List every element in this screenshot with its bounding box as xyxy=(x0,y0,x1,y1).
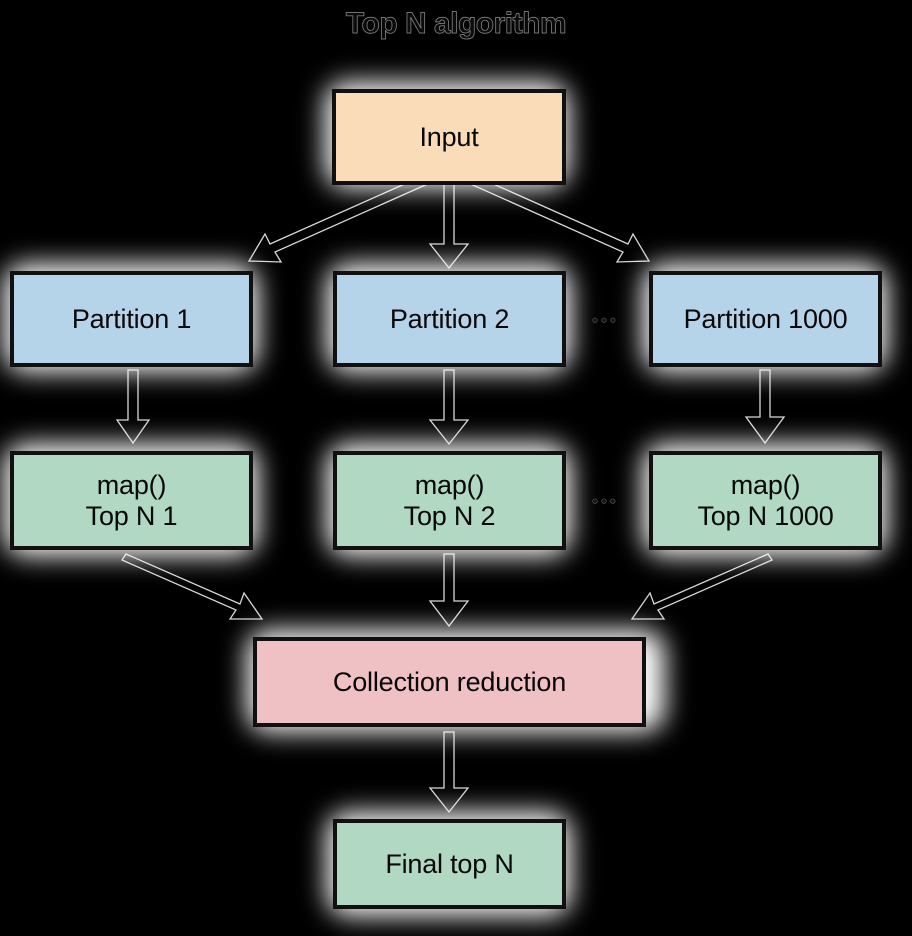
ellipsis-partition-row: ••• xyxy=(592,311,619,330)
node-collection-reduction[interactable]: Collection reduction xyxy=(253,637,646,727)
node-map-3-line2: Top N 1000 xyxy=(697,500,834,531)
node-map-1-line2: Top N 1 xyxy=(85,500,178,531)
edge-map-2-to-reduce xyxy=(428,553,470,628)
node-partition-2[interactable]: Partition 2 xyxy=(333,271,566,367)
edge-map-3-to-reduce xyxy=(630,553,773,620)
node-partition-3-label: Partition 1000 xyxy=(683,303,848,334)
node-map-3[interactable]: map() Top N 1000 xyxy=(649,451,882,550)
node-final-top-n[interactable]: Final top N xyxy=(333,819,566,909)
node-map-3-label: map() Top N 1000 xyxy=(697,470,833,532)
diagram-title: Top N algorithm xyxy=(345,7,567,41)
edge-reduce-to-final xyxy=(428,731,470,814)
node-map-2[interactable]: map() Top N 2 xyxy=(333,451,566,550)
ellipsis-map-row: ••• xyxy=(592,492,619,511)
node-map-2-line1: map() xyxy=(414,469,485,500)
node-map-2-label: map() Top N 2 xyxy=(404,470,496,532)
node-final-top-n-label: Final top N xyxy=(385,848,514,879)
node-map-3-line1: map() xyxy=(730,469,801,500)
node-map-1-line1: map() xyxy=(96,469,167,500)
edge-partition-2-to-map-2 xyxy=(428,369,470,446)
edge-partition-3-to-map-3 xyxy=(744,369,786,445)
edge-input-to-partition-2 xyxy=(428,177,470,270)
node-partition-1-label: Partition 1 xyxy=(71,303,192,334)
edge-partition-1-to-map-1 xyxy=(115,369,151,445)
node-input-label: Input xyxy=(419,121,479,152)
node-partition-1[interactable]: Partition 1 xyxy=(10,271,253,367)
node-partition-3[interactable]: Partition 1000 xyxy=(649,271,882,367)
edge-map-1-to-reduce xyxy=(121,553,264,620)
node-partition-2-label: Partition 2 xyxy=(389,303,510,334)
node-input[interactable]: Input xyxy=(332,89,566,185)
node-map-1-label: map() Top N 1 xyxy=(86,470,178,532)
node-collection-reduction-label: Collection reduction xyxy=(332,666,567,697)
node-map-2-line2: Top N 2 xyxy=(403,500,496,531)
node-map-1[interactable]: map() Top N 1 xyxy=(10,451,253,550)
